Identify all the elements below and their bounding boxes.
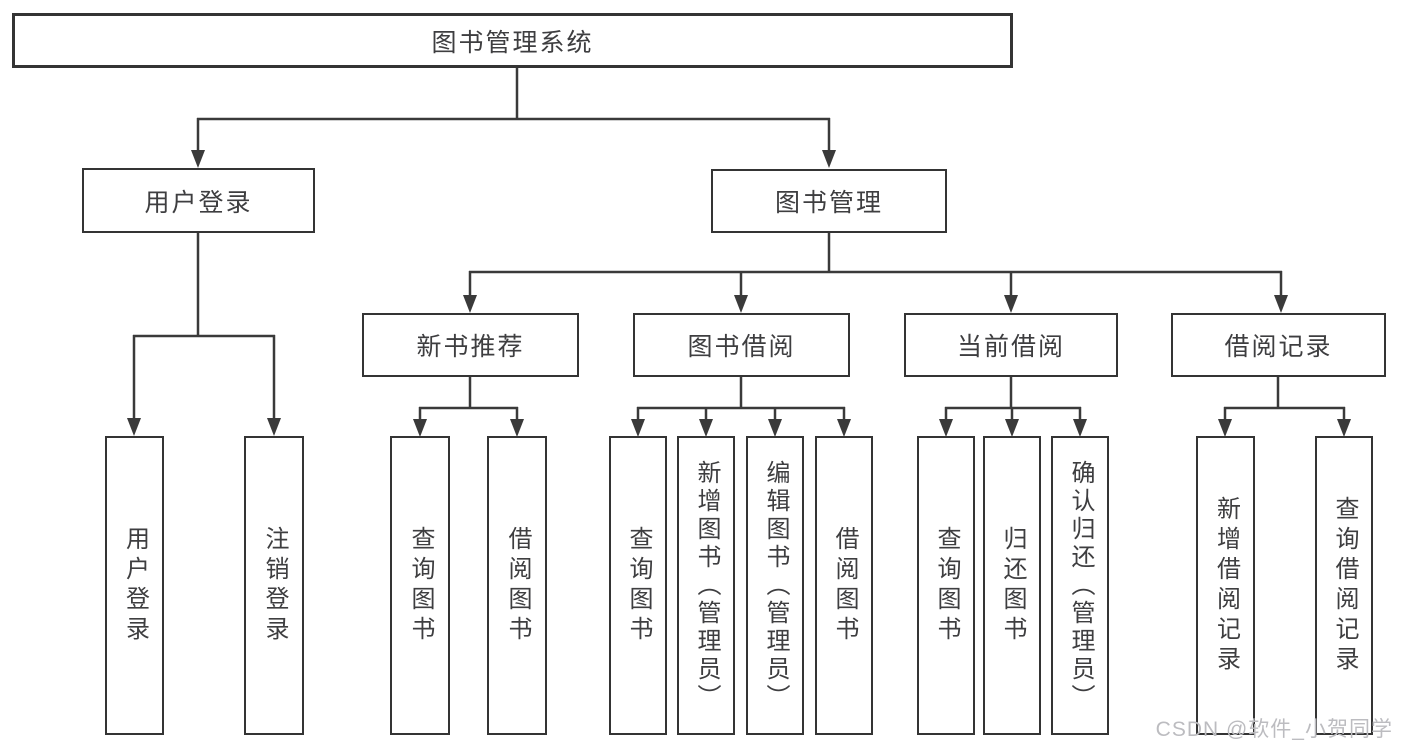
leaf-records-query-record-label: 查询借阅记录 xyxy=(1331,495,1358,676)
leaf-current-query-books: 查询图书 xyxy=(917,436,975,735)
node-book-borrow: 图书借阅 xyxy=(633,313,850,377)
watermark: CSDN @软件_小贺同学 xyxy=(1155,718,1393,741)
leaf-recommend-borrow-books-label: 借阅图书 xyxy=(504,525,531,646)
leaf-current-confirm-return-admin: 确认归还（管理员） xyxy=(1051,436,1109,735)
leaf-current-confirm-return-admin-label: 确认归还（管理员） xyxy=(1067,459,1094,712)
node-current-borrow-label: 当前借阅 xyxy=(956,333,1065,361)
node-borrow-records: 借阅记录 xyxy=(1171,313,1386,377)
node-current-borrow: 当前借阅 xyxy=(904,313,1118,377)
node-book-management-label: 图书管理 xyxy=(774,189,883,217)
leaf-records-add-record: 新增借阅记录 xyxy=(1196,436,1255,735)
leaf-user-login-label: 用户登录 xyxy=(121,525,149,646)
leaf-logout: 注销登录 xyxy=(244,436,304,735)
node-user-login-label: 用户登录 xyxy=(144,188,253,217)
leaf-borrow-borrow-books: 借阅图书 xyxy=(815,436,873,735)
leaf-recommend-query-books-label: 查询图书 xyxy=(407,525,434,646)
leaf-current-return-books: 归还图书 xyxy=(983,436,1041,735)
node-user-login: 用户登录 xyxy=(82,168,315,233)
node-library-system-label: 图书管理系统 xyxy=(431,28,594,57)
node-book-management: 图书管理 xyxy=(711,169,947,233)
leaf-recommend-borrow-books: 借阅图书 xyxy=(487,436,547,735)
leaf-logout-label: 注销登录 xyxy=(261,525,288,646)
leaf-borrow-borrow-books-label: 借阅图书 xyxy=(831,525,858,646)
leaf-recommend-query-books: 查询图书 xyxy=(390,436,450,735)
leaf-current-query-books-label: 查询图书 xyxy=(933,525,960,646)
leaf-borrow-add-books-admin: 新增图书（管理员） xyxy=(677,436,735,735)
leaf-current-return-books-label: 归还图书 xyxy=(999,525,1026,646)
node-book-borrow-label: 图书借阅 xyxy=(687,333,796,361)
leaf-borrow-query-books-label: 查询图书 xyxy=(625,525,652,646)
leaf-borrow-edit-books-admin: 编辑图书（管理员） xyxy=(746,436,804,735)
node-new-book-recommend-label: 新书推荐 xyxy=(416,333,525,361)
leaf-borrow-edit-books-admin-label: 编辑图书（管理员） xyxy=(762,459,789,712)
leaf-records-query-record: 查询借阅记录 xyxy=(1315,436,1373,735)
node-borrow-records-label: 借阅记录 xyxy=(1224,333,1333,361)
leaf-records-add-record-label: 新增借阅记录 xyxy=(1212,495,1240,676)
leaf-borrow-add-books-admin-label: 新增图书（管理员） xyxy=(693,459,720,712)
leaf-user-login: 用户登录 xyxy=(105,436,164,735)
node-library-system: 图书管理系统 xyxy=(12,13,1013,68)
node-new-book-recommend: 新书推荐 xyxy=(362,313,579,377)
leaf-borrow-query-books: 查询图书 xyxy=(609,436,667,735)
